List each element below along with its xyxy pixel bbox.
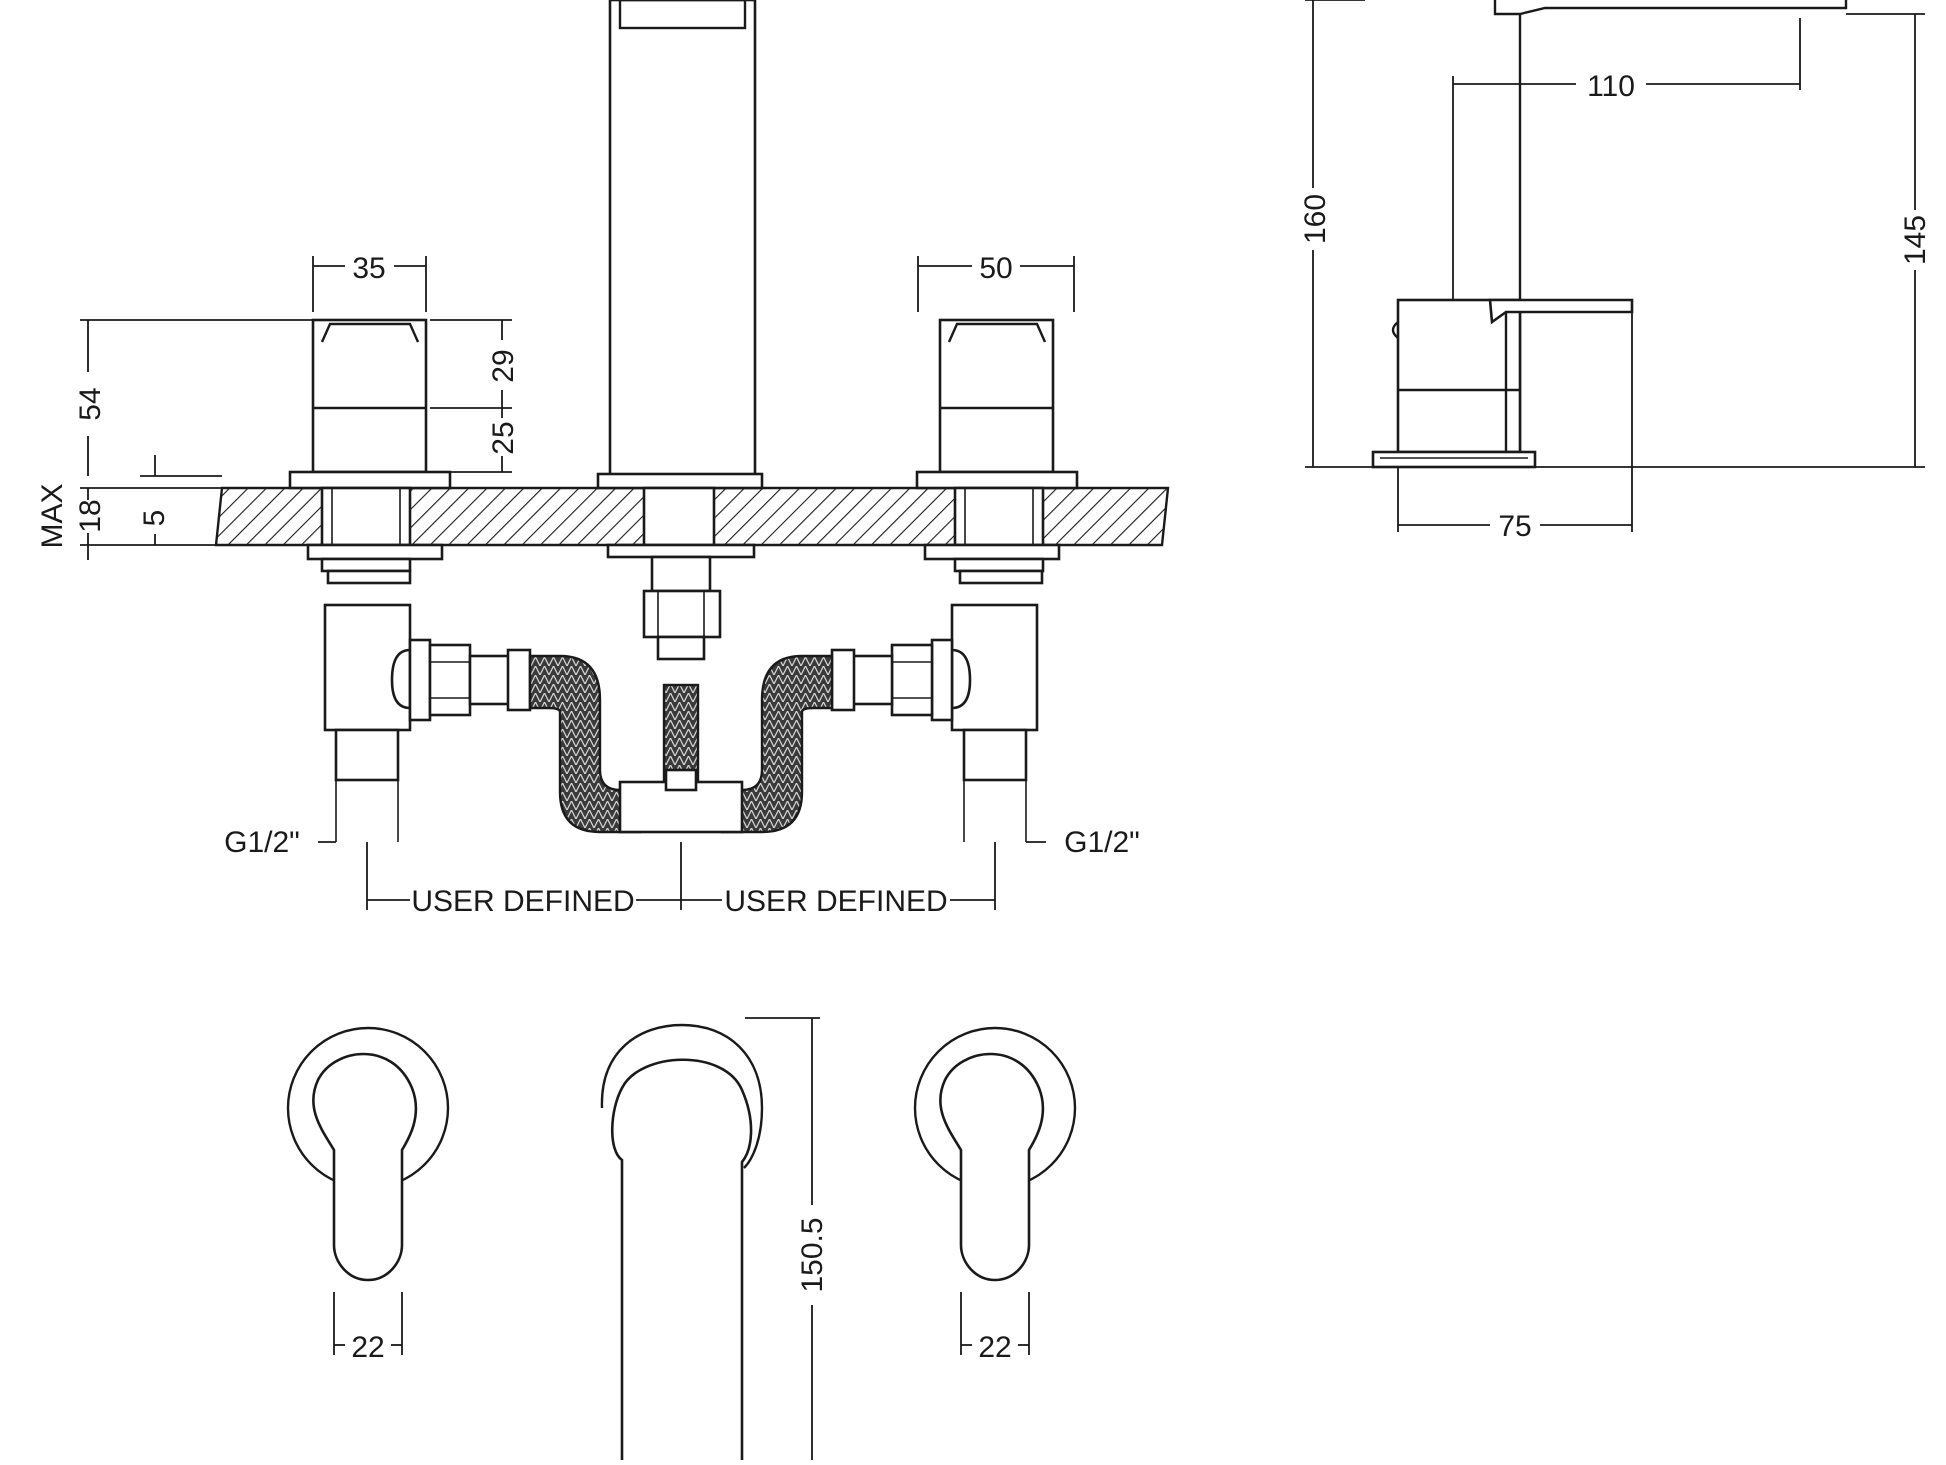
spout-body (596, 0, 764, 661)
dim-handle-width-cold: 35 (312, 252, 427, 312)
top-lever-right (913, 1026, 1077, 1282)
dim-outlet-height: 145 (1535, 13, 1932, 468)
dim-label-22-right: 22 (978, 1331, 1011, 1364)
top-lever-left (286, 1026, 450, 1282)
front-view: 35 50 54 18 MAX 5 (36, 0, 1170, 918)
dim-spout-length: 150.5 (745, 1017, 829, 1460)
dim-label-35: 35 (352, 252, 385, 285)
spacing-label-right: USER DEFINED (724, 885, 947, 918)
right-valve (830, 603, 1039, 842)
dim-label-160: 160 (1299, 194, 1332, 244)
dim-label-5: 5 (138, 510, 171, 527)
braided-hoses (528, 654, 834, 834)
dim-label-25: 25 (487, 421, 520, 454)
dim-thread-callouts: G1/2" G1/2" (224, 826, 1140, 859)
dim-overall-height: 160 (1299, 0, 1373, 468)
dim-user-defined: USER DEFINED USER DEFINED (366, 842, 996, 918)
side-tap-body (1371, 0, 1848, 469)
dim-lever-width-left: 22 (333, 1292, 403, 1364)
dim-lever-width-right: 22 (960, 1292, 1030, 1364)
dim-handle-width-hot: 50 (917, 252, 1075, 312)
dim-label-75: 75 (1498, 510, 1531, 543)
dim-spout-reach: 110 (1452, 18, 1801, 300)
dim-label-29: 29 (487, 349, 520, 382)
dim-base-depth: 75 (1397, 312, 1633, 543)
dim-label-54: 54 (74, 387, 107, 420)
thread-label-left: G1/2" (224, 826, 300, 859)
dim-label-50: 50 (979, 252, 1012, 285)
top-spout (600, 1023, 764, 1460)
dim-label-110: 110 (1587, 70, 1635, 103)
spacing-label-left: USER DEFINED (411, 885, 634, 918)
dim-label-max: MAX (36, 483, 69, 548)
top-view: 22 22 150.5 (286, 1017, 1077, 1460)
left-valve (323, 603, 532, 842)
dim-label-150-5: 150.5 (796, 1217, 829, 1292)
right-handle (915, 318, 1079, 585)
side-view: 160 145 110 75 (1299, 0, 1932, 543)
dim-label-18: 18 (74, 499, 107, 532)
dim-label-145: 145 (1899, 215, 1932, 265)
dim-label-22-left: 22 (351, 1331, 384, 1364)
dim-height-stack: 54 18 MAX 5 (36, 319, 313, 560)
dim-handle-heights: 29 25 (430, 319, 520, 473)
thread-label-right: G1/2" (1064, 826, 1140, 859)
left-handle (288, 318, 452, 585)
